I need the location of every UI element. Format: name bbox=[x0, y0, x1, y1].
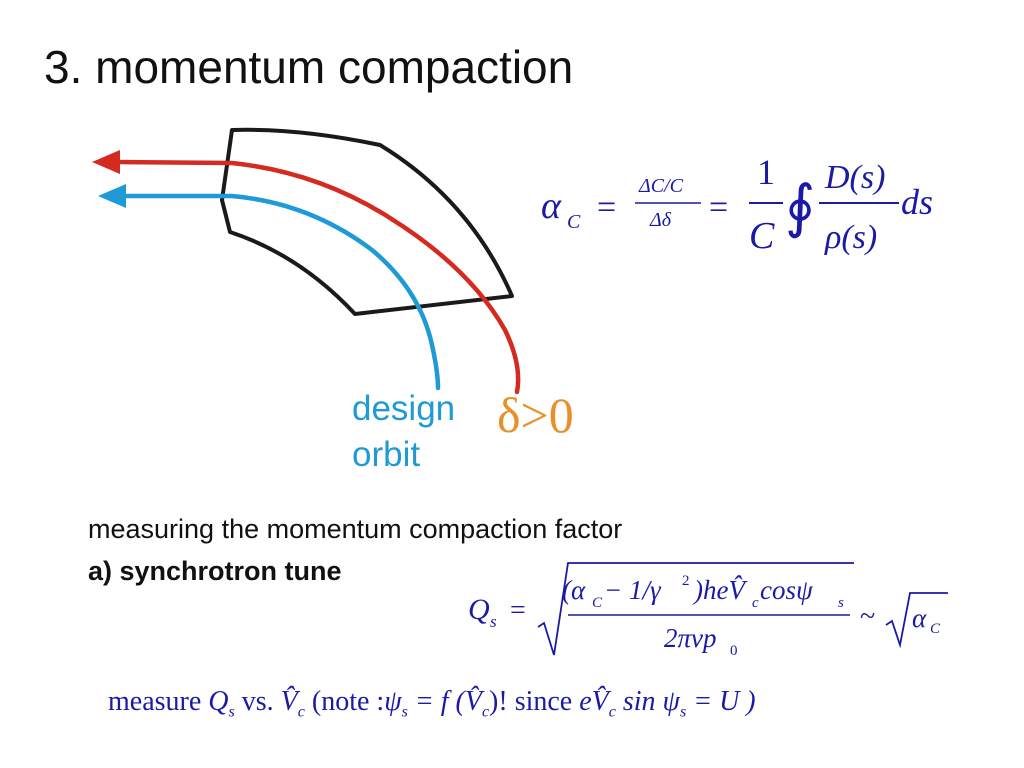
qs-num-cos: cosψ bbox=[760, 575, 814, 605]
measure-ev: eV̂ bbox=[579, 686, 609, 717]
red-orbit-path bbox=[115, 159, 521, 395]
magnet-outline bbox=[220, 127, 514, 316]
red-orbit-arrow-icon bbox=[92, 150, 120, 174]
intro-text: measuring the momentum compaction factor bbox=[88, 514, 623, 544]
alpha-symbol: α bbox=[541, 185, 562, 227]
design-label-line2: orbit bbox=[352, 435, 420, 474]
measure-since: since bbox=[514, 686, 573, 717]
frac3-denominator: ρ(s) bbox=[824, 219, 877, 256]
measure-eq-f: = f (V̂ bbox=[407, 686, 482, 717]
measure-v-sub: c bbox=[297, 703, 305, 721]
qs-approx: ~ bbox=[860, 601, 875, 632]
ds-tail: ds bbox=[901, 182, 933, 222]
measure-ev-sub: c bbox=[608, 703, 616, 721]
blue-orbit-arrow-icon bbox=[98, 184, 126, 208]
measure-sin-sub: s bbox=[679, 703, 687, 721]
delta-label: δ>0 bbox=[497, 387, 574, 443]
measure-v: V̂ bbox=[280, 686, 298, 717]
qs-rhs-alpha: α bbox=[912, 603, 927, 633]
qs-num-sup: 2 bbox=[682, 573, 690, 589]
measure-q-sub: s bbox=[228, 703, 235, 721]
frac3-numerator: D(s) bbox=[824, 159, 885, 196]
qs-rhs-sub: C bbox=[930, 621, 941, 637]
alpha-subscript: C bbox=[567, 211, 581, 233]
qs-num-sub-c2: c bbox=[752, 595, 759, 611]
measure-excl: )! bbox=[489, 686, 508, 717]
design-label-line1: design bbox=[352, 389, 455, 428]
qs-subscript: s bbox=[490, 612, 497, 631]
sqrt-alpha-radical-icon bbox=[885, 592, 948, 649]
frac1-denominator: Δδ bbox=[649, 209, 672, 231]
frac2-numerator: 1 bbox=[757, 152, 775, 192]
sqrt-radical-icon bbox=[537, 562, 854, 656]
qs-num-mid: − 1/γ bbox=[604, 575, 662, 605]
measure-f-sub: c bbox=[481, 703, 490, 721]
measure-psi: ψ bbox=[384, 686, 402, 717]
measure-word: measure bbox=[108, 686, 202, 717]
measure-q: Q bbox=[208, 686, 229, 717]
measure-note: (note : bbox=[311, 686, 385, 717]
frac1-numerator: ΔC/C bbox=[638, 175, 684, 197]
equals-sign-2: = bbox=[709, 189, 728, 226]
equals-sign-1: = bbox=[597, 189, 616, 226]
measure-sin: sin ψ bbox=[622, 686, 680, 717]
qs-denominator-sub: 0 bbox=[730, 643, 738, 659]
qs-symbol: Q bbox=[468, 593, 490, 626]
measure-vs: vs. bbox=[241, 686, 274, 717]
alpha-formula: α C = ΔC/C Δδ = 1 C ∮ D(s) ρ(s) ds bbox=[541, 152, 933, 257]
qs-formula: Q s = (α C − 1/γ 2 )heV̂ c cosψ s 2πνp 0… bbox=[468, 562, 948, 659]
qs-num-sub-c: C bbox=[592, 595, 603, 611]
frac2-denominator: C bbox=[749, 215, 775, 257]
orbit-diagram: design orbit δ>0 bbox=[92, 127, 574, 474]
qs-num-sub-s: s bbox=[838, 595, 844, 611]
qs-denominator: 2πνp bbox=[664, 623, 717, 653]
method-label: a) synchrotron tune bbox=[88, 556, 342, 586]
slide-title: 3. momentum compaction bbox=[44, 41, 574, 93]
measure-line: measure Qs vs. V̂c (note :ψs = f (V̂c)! … bbox=[108, 686, 756, 722]
qs-num-rest: )heV̂ bbox=[692, 575, 748, 605]
blue-orbit-path bbox=[121, 193, 441, 391]
measure-eq-u: = U ) bbox=[686, 686, 756, 717]
qs-num-open: (α bbox=[562, 575, 586, 605]
qs-equals: = bbox=[510, 595, 526, 626]
measure-psi-sub: s bbox=[401, 703, 408, 721]
contour-integral-icon: ∮ bbox=[785, 174, 815, 239]
